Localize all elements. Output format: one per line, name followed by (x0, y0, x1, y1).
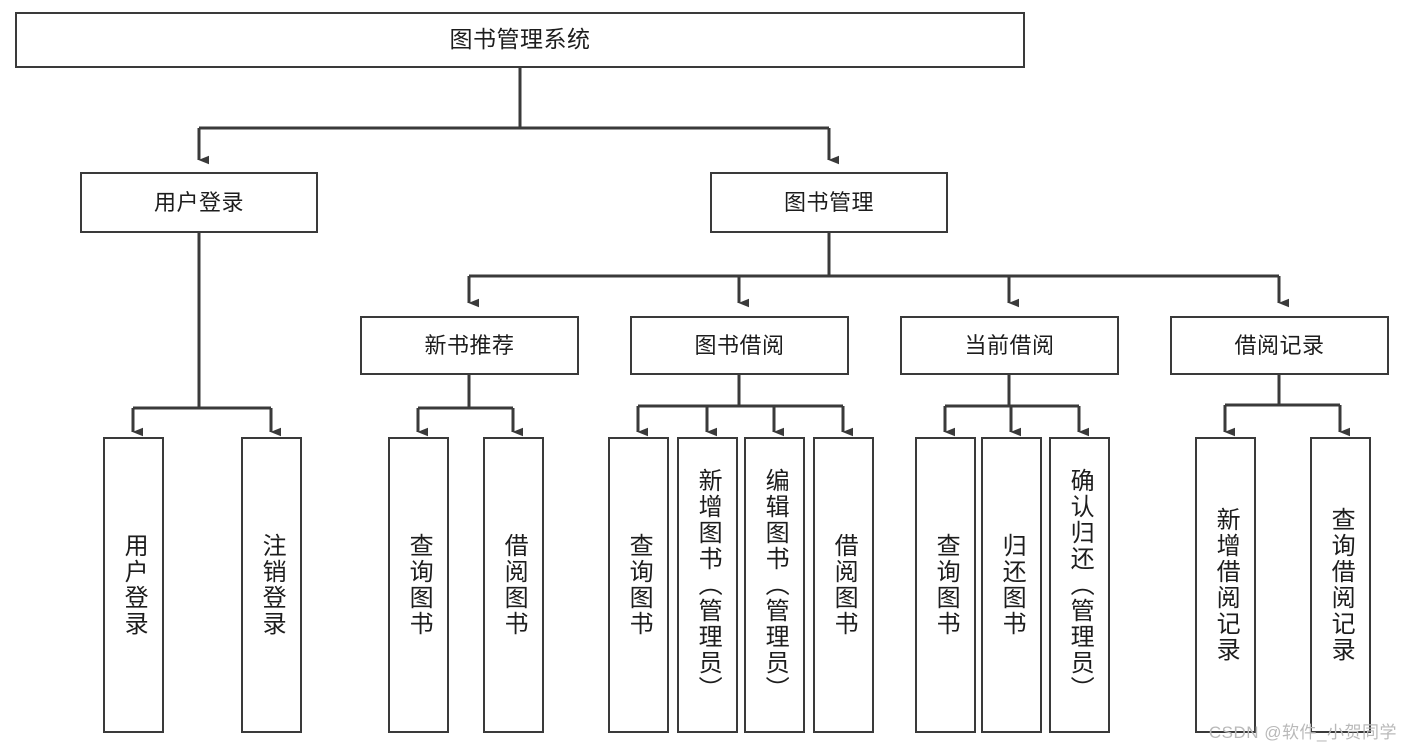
node-label: 用户登录 (153, 189, 244, 215)
node-label: 图书管理系统 (449, 26, 591, 53)
leaf-newbook-borrow-book[interactable]: 借阅图书 (483, 437, 544, 733)
leaf-currentborrow-confirm-return-admin[interactable]: 确认归还（管理员） (1049, 437, 1110, 733)
node-label: 借阅图书 (830, 533, 858, 637)
node-label: 图书借阅 (694, 332, 785, 358)
node-label: 当前借阅 (964, 332, 1055, 358)
leaf-currentborrow-query-book[interactable]: 查询图书 (915, 437, 976, 733)
leaf-logout[interactable]: 注销登录 (241, 437, 302, 733)
leaf-bookborrow-borrow-book[interactable]: 借阅图书 (813, 437, 874, 733)
node-root-system[interactable]: 图书管理系统 (15, 12, 1025, 68)
node-label: 新增借阅记录 (1212, 507, 1240, 663)
node-label: 借阅图书 (500, 533, 528, 637)
leaf-bookborrow-edit-book-admin[interactable]: 编辑图书（管理员） (744, 437, 805, 733)
node-label: 借阅记录 (1234, 332, 1325, 358)
node-label: 图书管理 (783, 189, 874, 215)
leaf-bookborrow-add-book-admin[interactable]: 新增图书（管理员） (677, 437, 738, 733)
node-label: 查询借阅记录 (1327, 507, 1355, 663)
node-label: 查询图书 (405, 533, 433, 637)
node-user-login[interactable]: 用户登录 (80, 172, 318, 233)
node-label: 归还图书 (998, 533, 1026, 637)
leaf-bookborrow-query-book[interactable]: 查询图书 (608, 437, 669, 733)
node-label: 新增图书（管理员） (694, 468, 722, 702)
leaf-borrowrecord-query-record[interactable]: 查询借阅记录 (1310, 437, 1371, 733)
leaf-borrowrecord-add-record[interactable]: 新增借阅记录 (1195, 437, 1256, 733)
node-new-book-recommend[interactable]: 新书推荐 (360, 316, 579, 375)
leaf-currentborrow-return-book[interactable]: 归还图书 (981, 437, 1042, 733)
node-label: 注销登录 (258, 533, 286, 637)
node-label: 查询图书 (625, 533, 653, 637)
node-label: 用户登录 (120, 533, 148, 637)
node-label: 确认归还（管理员） (1066, 468, 1094, 702)
node-borrow-record[interactable]: 借阅记录 (1170, 316, 1389, 375)
csdn-watermark: CSDN @软件_小贺同学 (1208, 723, 1397, 742)
node-label: 编辑图书（管理员） (761, 468, 789, 702)
node-label: 查询图书 (932, 533, 960, 637)
node-label: 新书推荐 (424, 332, 515, 358)
leaf-newbook-query-book[interactable]: 查询图书 (388, 437, 449, 733)
node-current-borrow[interactable]: 当前借阅 (900, 316, 1119, 375)
node-book-borrow[interactable]: 图书借阅 (630, 316, 849, 375)
node-book-manage[interactable]: 图书管理 (710, 172, 948, 233)
leaf-user-login[interactable]: 用户登录 (103, 437, 164, 733)
